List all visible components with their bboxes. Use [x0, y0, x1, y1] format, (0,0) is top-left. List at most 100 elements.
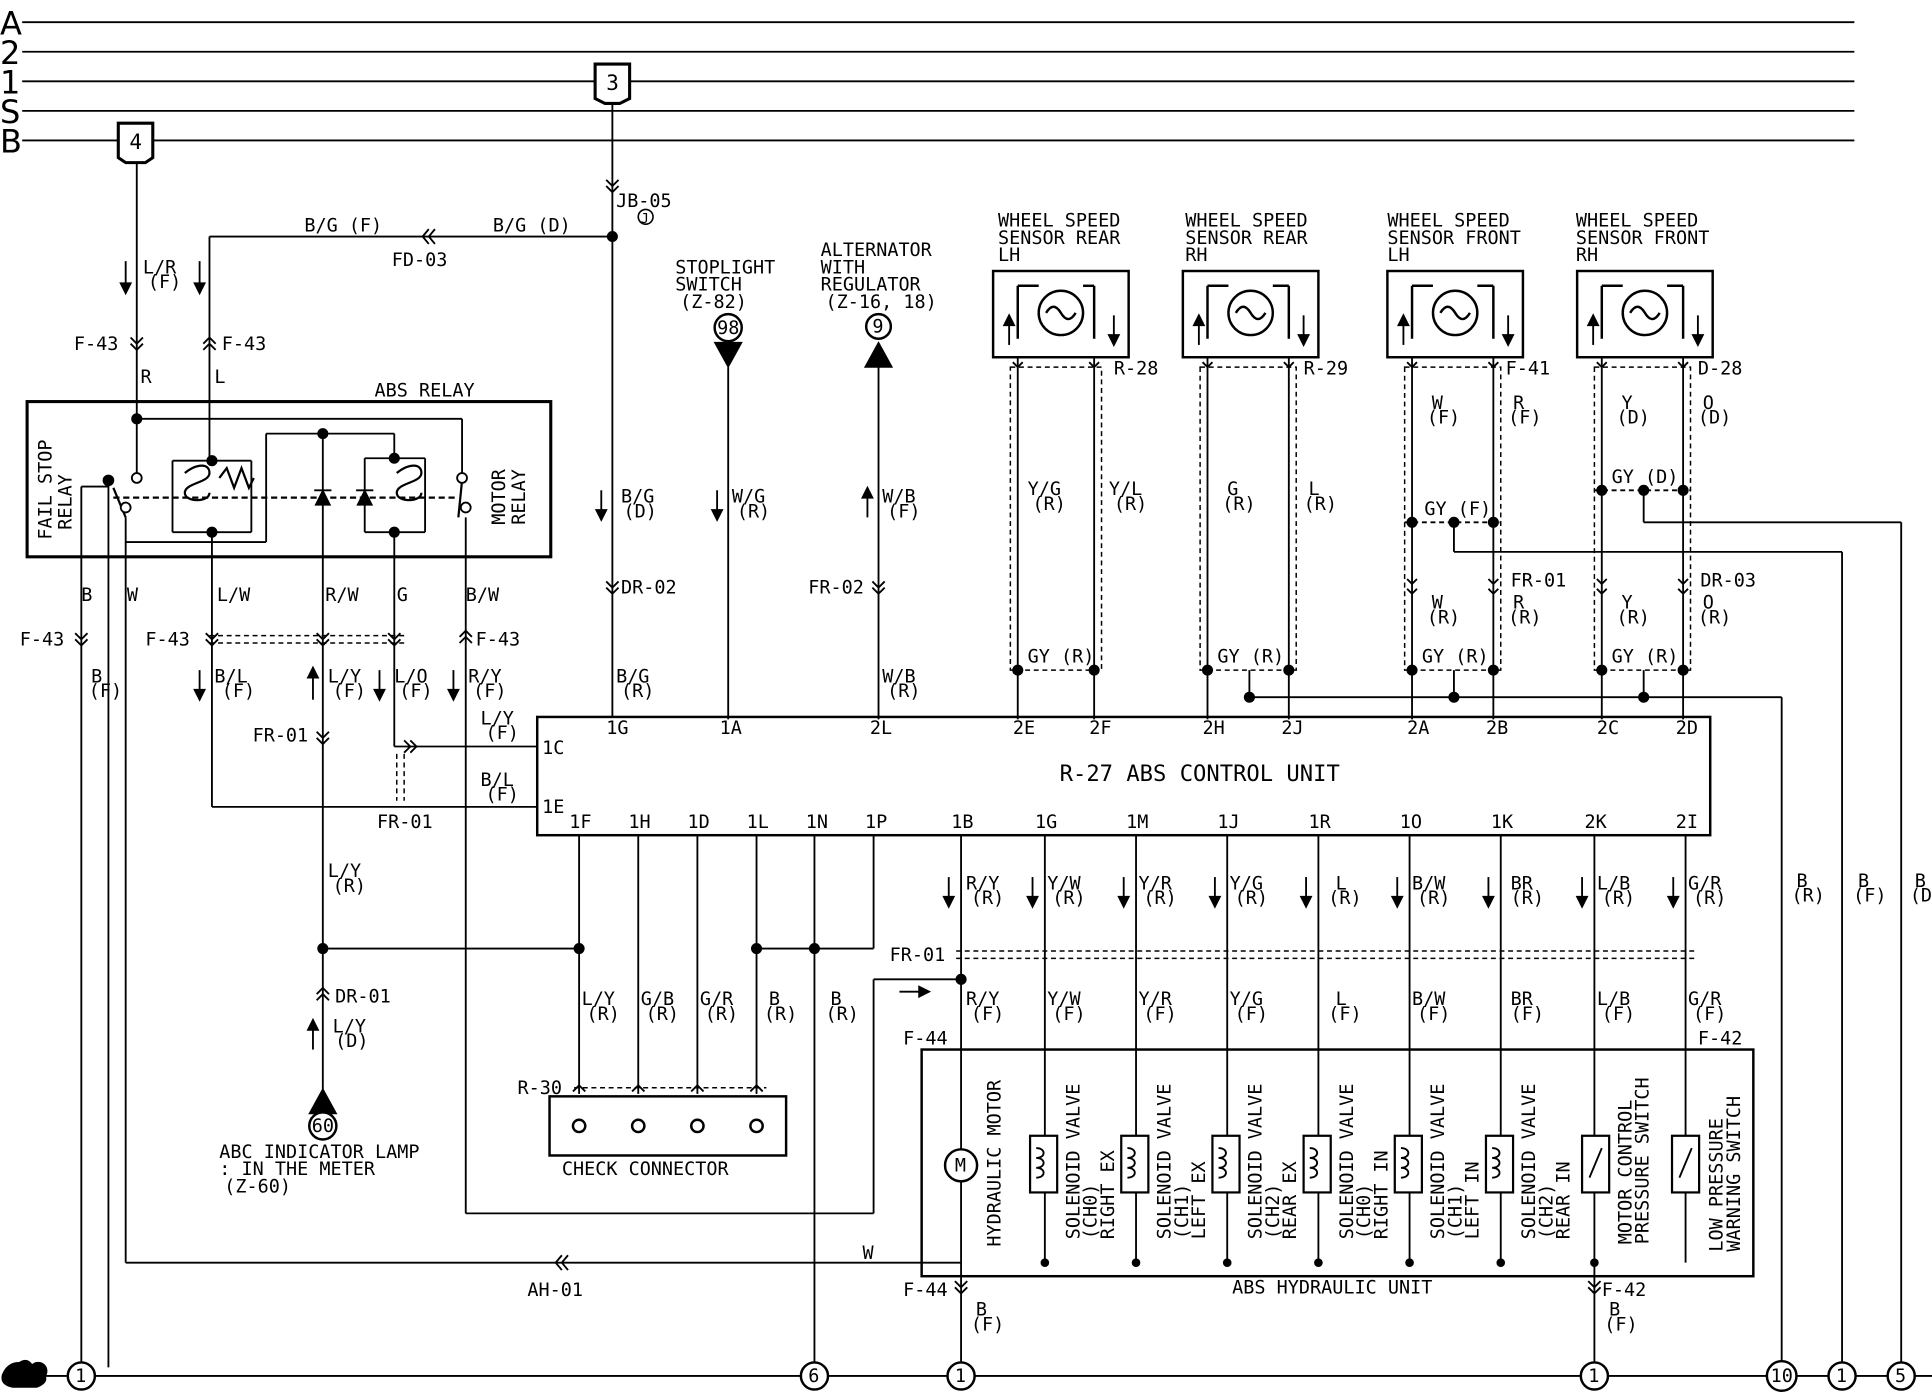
wire-label: G — [1227, 479, 1238, 500]
wire-label: W — [863, 1243, 875, 1264]
svg-text:SENSOR REAR: SENSOR REAR — [1185, 228, 1308, 249]
svg-text:(R): (R) — [1052, 888, 1085, 909]
rail-label-1: 1 — [0, 64, 20, 102]
svg-text:LOW PRESSURE: LOW PRESSURE — [1707, 1118, 1728, 1251]
shield-label: GY (R) — [1028, 647, 1095, 668]
connector-r30: R-30 — [518, 1078, 562, 1099]
svg-text:SENSOR FRONT: SENSOR FRONT — [1576, 228, 1709, 249]
svg-text:5: 5 — [1895, 1366, 1906, 1387]
connector-f43: F-43 — [222, 334, 266, 355]
wire-label: B — [976, 1300, 987, 1321]
wire-label: (D) — [623, 501, 656, 522]
hydraulic-component-labels: HYDRAULIC MOTOR SOLENOID VALVE (CH0) RIG… — [984, 1077, 1744, 1251]
svg-text:B/W: B/W — [1412, 989, 1446, 1010]
abc-indicator-lamp: 60 ABC INDICATOR LAMP : IN THE METER (Z-… — [219, 1087, 420, 1197]
wire-label: G/R — [700, 989, 734, 1010]
svg-text:3: 3 — [606, 71, 619, 95]
svg-text:(CH1): (CH1) — [1172, 1184, 1193, 1240]
pin-label: 1C — [542, 738, 564, 759]
wire-label: W — [127, 585, 139, 606]
svg-text:J: J — [641, 211, 649, 227]
fuse-marker-4: 4 — [116, 121, 155, 165]
svg-text:(F): (F) — [971, 1004, 1004, 1025]
svg-text:REAR EX: REAR EX — [1280, 1161, 1301, 1239]
wire-label: (D) — [1910, 886, 1932, 907]
svg-text:R/Y: R/Y — [966, 873, 999, 894]
svg-text:(Z-60): (Z-60) — [224, 1176, 291, 1197]
abs-relay-title: ABS RELAY — [375, 381, 475, 402]
wire-label: W/G — [732, 487, 765, 508]
wire-label: O — [1703, 393, 1714, 414]
pin-label: 2C — [1597, 718, 1619, 739]
svg-text:WHEEL SPEED: WHEEL SPEED — [998, 211, 1120, 232]
svg-text:G/R: G/R — [1688, 989, 1722, 1010]
connector-f41: F-41 — [1506, 358, 1550, 379]
wire-label: (R) — [1508, 607, 1541, 628]
shield-label: GY (D) — [1612, 467, 1679, 488]
svg-text:LH: LH — [1387, 245, 1409, 266]
abs-control-unit: R-27 ABS CONTROL UNIT 1G 1A 2L 2E 2F 2H … — [535, 715, 1712, 837]
pin-label: 2F — [1089, 718, 1111, 739]
connector-f43: F-43 — [145, 629, 189, 650]
check-connector-label: CHECK CONNECTOR — [562, 1159, 730, 1180]
svg-text:4: 4 — [129, 130, 142, 154]
ground-markers: 1 6 1 1 10 1 5 — [66, 1359, 1916, 1392]
connector-jb05: JB-05 — [616, 191, 672, 212]
pin-label: 1J — [1217, 812, 1239, 833]
abs-hydraulic-unit: ABS HYDRAULIC UNIT M HYDRAULIC MOTOR SOL… — [920, 1048, 1755, 1298]
pin-label: 2D — [1676, 718, 1698, 739]
wire-label: (F) — [1853, 886, 1886, 907]
connector-f43: F-43 — [20, 629, 64, 650]
svg-text:(F): (F) — [1693, 1004, 1726, 1025]
wire-label: (R) — [826, 1004, 859, 1025]
ecu-title: R-27 ABS CONTROL UNIT — [1060, 761, 1340, 787]
pin-label: 2B — [1486, 718, 1508, 739]
svg-text:LEFT IN: LEFT IN — [1463, 1161, 1484, 1239]
rail-label-2: 2 — [0, 34, 20, 72]
svg-text:: IN THE METER: : IN THE METER — [219, 1159, 376, 1180]
connector-dr02: DR-02 — [621, 578, 677, 599]
svg-text:(R): (R) — [1693, 888, 1726, 909]
svg-text:(CH2): (CH2) — [1263, 1184, 1284, 1240]
svg-text:SOLENOID VALVE: SOLENOID VALVE — [1246, 1084, 1267, 1240]
svg-text:(F): (F) — [1328, 1004, 1361, 1025]
svg-text:BR: BR — [1511, 873, 1534, 894]
pin-label: 1G — [606, 718, 628, 739]
hydraulic-motor-symbol — [943, 1148, 979, 1183]
connector-dr03: DR-03 — [1700, 570, 1756, 591]
wire-label: (F) — [485, 785, 518, 806]
wire-label: (F) — [399, 681, 432, 702]
svg-text:(R): (R) — [1602, 888, 1635, 909]
wire-label: L/Y — [481, 708, 514, 729]
wire-label: Y — [1622, 393, 1633, 414]
pin-label: 1H — [628, 812, 650, 833]
svg-text:WHEEL SPEED: WHEEL SPEED — [1185, 211, 1307, 232]
wire-label: (R) — [333, 876, 366, 897]
wire-label: B — [1609, 1300, 1620, 1321]
pin-label: 2E — [1013, 718, 1035, 739]
svg-text:REAR IN: REAR IN — [1554, 1161, 1575, 1239]
wire-label: B/W — [466, 585, 500, 606]
wire-label: B/G (D) — [493, 216, 571, 237]
svg-text:(F): (F) — [1235, 1004, 1268, 1025]
svg-text:RH: RH — [1576, 245, 1598, 266]
svg-text:MOTOR CONTROL: MOTOR CONTROL — [1615, 1100, 1636, 1245]
shield-label: GY (F) — [1424, 499, 1491, 520]
wire-label: W — [1432, 593, 1444, 614]
wire-label: B/L — [481, 770, 514, 791]
wire-label: B — [1796, 871, 1807, 892]
svg-text:1: 1 — [1588, 1366, 1599, 1387]
pin-label: 2H — [1203, 718, 1225, 739]
svg-text:WHEEL SPEED: WHEEL SPEED — [1576, 211, 1698, 232]
svg-text:REGULATOR: REGULATOR — [821, 275, 922, 296]
wire-label: (F) — [1427, 408, 1460, 429]
svg-text:Y/W: Y/W — [1047, 989, 1081, 1010]
svg-text:Y/R: Y/R — [1139, 873, 1173, 894]
left-labels: B/G (F) B/G (D) FD-03 L/R (F) F-43 F-43 … — [20, 216, 571, 1052]
abc-lamp-label: ABC INDICATOR LAMP — [219, 1142, 419, 1163]
wire-label: W/B — [882, 666, 915, 687]
connector-r28: R-28 — [1114, 358, 1158, 379]
wire-label: L — [214, 367, 225, 388]
wire-label: (F) — [333, 681, 366, 702]
hydraulic-unit-title: ABS HYDRAULIC UNIT — [1232, 1277, 1432, 1298]
